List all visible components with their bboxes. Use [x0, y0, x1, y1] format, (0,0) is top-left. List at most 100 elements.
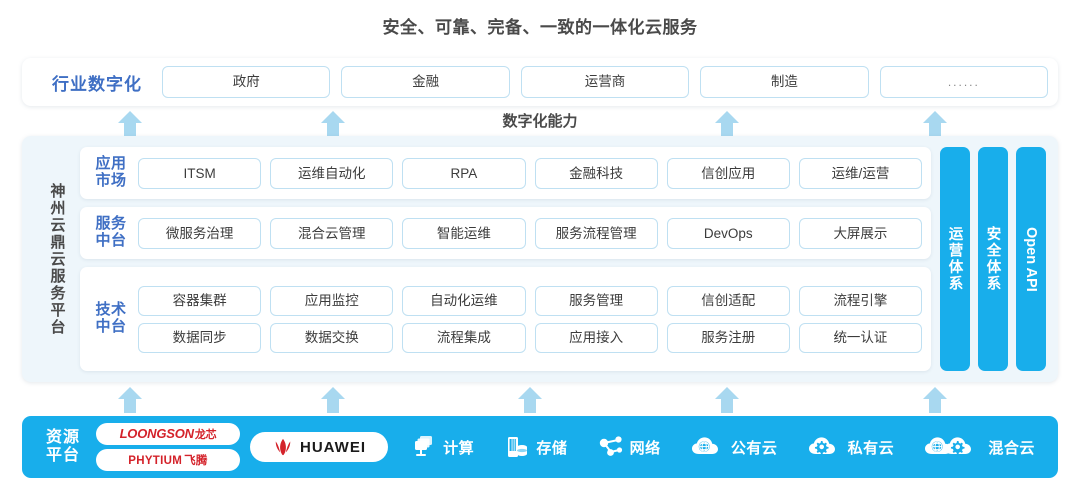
resource-item-label: 私有云 [847, 439, 895, 457]
tile-row: 微服务治理 混合云管理 智能运维 服务流程管理 DevOps 大屏展示 [138, 217, 923, 249]
resource-item-compute[interactable]: 计算 [411, 434, 474, 460]
tile-intelligent-ops[interactable]: 智能运维 [402, 217, 526, 249]
capability-label: 数字化能力 [502, 113, 578, 130]
section-label-line1: 应用 [95, 155, 127, 173]
tile-automated-ops[interactable]: 自动化运维 [402, 285, 526, 316]
tile-data-exchange[interactable]: 数据交换 [270, 322, 394, 353]
network-icon [599, 436, 622, 456]
tile-service-process-mgmt[interactable]: 服务流程管理 [534, 217, 658, 249]
up-arrow-bottom-3 [517, 386, 543, 414]
vbar-operations-system[interactable]: 运营体系 [940, 147, 970, 371]
tile-devops[interactable]: DevOps [666, 217, 790, 249]
resource-label-line2: 平台 [45, 447, 80, 464]
vbar-open-api[interactable]: Open API [1016, 147, 1046, 371]
page-title: 安全、可靠、完备、一致的一体化云服务 [382, 18, 698, 37]
section-label-application-market: 应用 市场 [84, 155, 138, 190]
tile-app-access[interactable]: 应用接入 [534, 322, 658, 353]
tile-container-cluster[interactable]: 容器集群 [138, 285, 262, 316]
tile-row: ITSM 运维自动化 RPA 金融科技 信创应用 运维/运营 [138, 157, 923, 189]
resource-item-network[interactable]: 网络 [598, 434, 661, 460]
up-arrow-bottom-4 [714, 386, 740, 414]
loongson-logo: LOONGSON龙芯 [96, 423, 240, 445]
tile-fintech[interactable]: 金融科技 [534, 157, 658, 189]
resource-item-public-cloud[interactable]: 公有云 [691, 435, 778, 459]
section-label-service-platform: 服务 中台 [84, 215, 138, 250]
huawei-logo-text: HUAWEI [300, 438, 366, 456]
huawei-logo: HUAWEI [250, 432, 388, 462]
up-arrow-bottom-1 [117, 386, 143, 414]
section-service-platform: 服务 中台 微服务治理 混合云管理 智能运维 服务流程管理 DevOps 大屏展… [80, 207, 931, 259]
industry-cell-government[interactable]: 政府 [162, 66, 331, 98]
resource-item-label: 混合云 [988, 439, 1035, 457]
industry-cell-finance[interactable]: 金融 [341, 66, 510, 98]
tile-service-mgmt[interactable]: 服务管理 [534, 285, 658, 316]
arrows-top-group [0, 106, 1080, 138]
huawei-flower-icon [275, 438, 291, 456]
vertical-bars-group: 运营体系 安全体系 Open API [940, 147, 1046, 371]
section-label-line2: 市场 [95, 172, 127, 189]
industry-row: 行业数字化 政府 金融 运营商 制造 ...... [22, 58, 1058, 106]
tile-data-sync[interactable]: 数据同步 [138, 322, 262, 353]
resource-item-label: 存储 [536, 439, 568, 457]
resource-item-private-cloud[interactable]: 私有云 [808, 435, 895, 459]
tile-itsm[interactable]: ITSM [138, 157, 262, 189]
section-label-technical-platform: 技术 中台 [84, 301, 138, 336]
arrows-bottom-group [0, 382, 1080, 414]
resource-label-line1: 资源 [45, 428, 80, 446]
resource-item-label: 网络 [629, 439, 661, 457]
up-arrow-top-4 [922, 110, 948, 138]
tile-dashboard-display[interactable]: 大屏展示 [798, 217, 923, 249]
tile-row: 容器集群 应用监控 自动化运维 服务管理 信创适配 流程引擎 [138, 285, 923, 316]
up-arrow-top-3 [714, 110, 740, 138]
section-rows-application-market: ITSM 运维自动化 RPA 金融科技 信创应用 运维/运营 [138, 157, 923, 189]
tile-ops-operations[interactable]: 运维/运营 [798, 157, 923, 189]
section-label-line2: 中台 [95, 318, 127, 335]
private-cloud-icon [808, 437, 835, 455]
tile-app-monitoring[interactable]: 应用监控 [270, 285, 394, 316]
resource-item-label: 计算 [443, 439, 475, 457]
industry-cell-manufacturing[interactable]: 制造 [700, 66, 869, 98]
up-arrow-bottom-5 [922, 386, 948, 414]
public-cloud-icon [691, 437, 718, 454]
cloud-service-platform-panel: 神州云鼎云服务平台 应用 市场 ITSM 运维自动化 RPA 金融科技 [22, 136, 1058, 382]
tile-xinchuang-adaptation[interactable]: 信创适配 [666, 285, 790, 316]
industry-cell-carrier[interactable]: 运营商 [520, 66, 690, 98]
section-label-line2: 中台 [95, 232, 127, 249]
section-rows-technical-platform: 容器集群 应用监控 自动化运维 服务管理 信创适配 流程引擎 数据同步 数据交换… [138, 285, 923, 353]
section-rows-service-platform: 微服务治理 混合云管理 智能运维 服务流程管理 DevOps 大屏展示 [138, 217, 923, 249]
up-arrow-bottom-2 [320, 386, 346, 414]
section-application-market: 应用 市场 ITSM 运维自动化 RPA 金融科技 信创应用 运维/运营 [80, 147, 931, 199]
resource-item-hybrid-cloud[interactable]: 混合云 [924, 435, 1035, 459]
section-technical-platform: 技术 中台 容器集群 应用监控 自动化运维 服务管理 信创适配 流程引擎 [80, 267, 931, 371]
vbar-security-system[interactable]: 安全体系 [978, 147, 1008, 371]
tile-hybrid-cloud-mgmt[interactable]: 混合云管理 [270, 217, 394, 249]
industry-row-label: 行业数字化 [52, 74, 142, 94]
industry-cell-more[interactable]: ...... [879, 66, 1049, 98]
industry-cells: 政府 金融 运营商 制造 ...... [162, 66, 1049, 98]
compute-icon [415, 436, 433, 456]
resource-item-storage[interactable]: 存储 [504, 434, 567, 460]
tile-process-engine[interactable]: 流程引擎 [798, 285, 923, 316]
tile-rpa[interactable]: RPA [402, 157, 526, 189]
tile-process-integration[interactable]: 流程集成 [402, 322, 526, 353]
tile-service-registry[interactable]: 服务注册 [666, 322, 790, 353]
loongson-logo-text: LOONGSON龙芯 [119, 426, 217, 441]
resource-item-label: 公有云 [730, 439, 778, 457]
up-arrow-top-2 [320, 110, 346, 138]
hybrid-cloud-icon [925, 437, 972, 455]
platform-vertical-label: 神州云鼎云服务平台 [48, 182, 66, 336]
tile-unified-auth[interactable]: 统一认证 [798, 322, 923, 353]
tile-ops-automation[interactable]: 运维自动化 [270, 157, 394, 189]
resource-platform-label: 资源 平台 [32, 429, 94, 466]
section-label-line1: 技术 [95, 301, 127, 319]
tile-row: 数据同步 数据交换 流程集成 应用接入 服务注册 统一认证 [138, 322, 923, 353]
tile-microservice-governance[interactable]: 微服务治理 [138, 217, 262, 249]
tile-xinchuang-app[interactable]: 信创应用 [666, 157, 790, 189]
section-label-line1: 服务 [95, 215, 127, 233]
resource-items: 计算 存储 [388, 434, 1050, 460]
